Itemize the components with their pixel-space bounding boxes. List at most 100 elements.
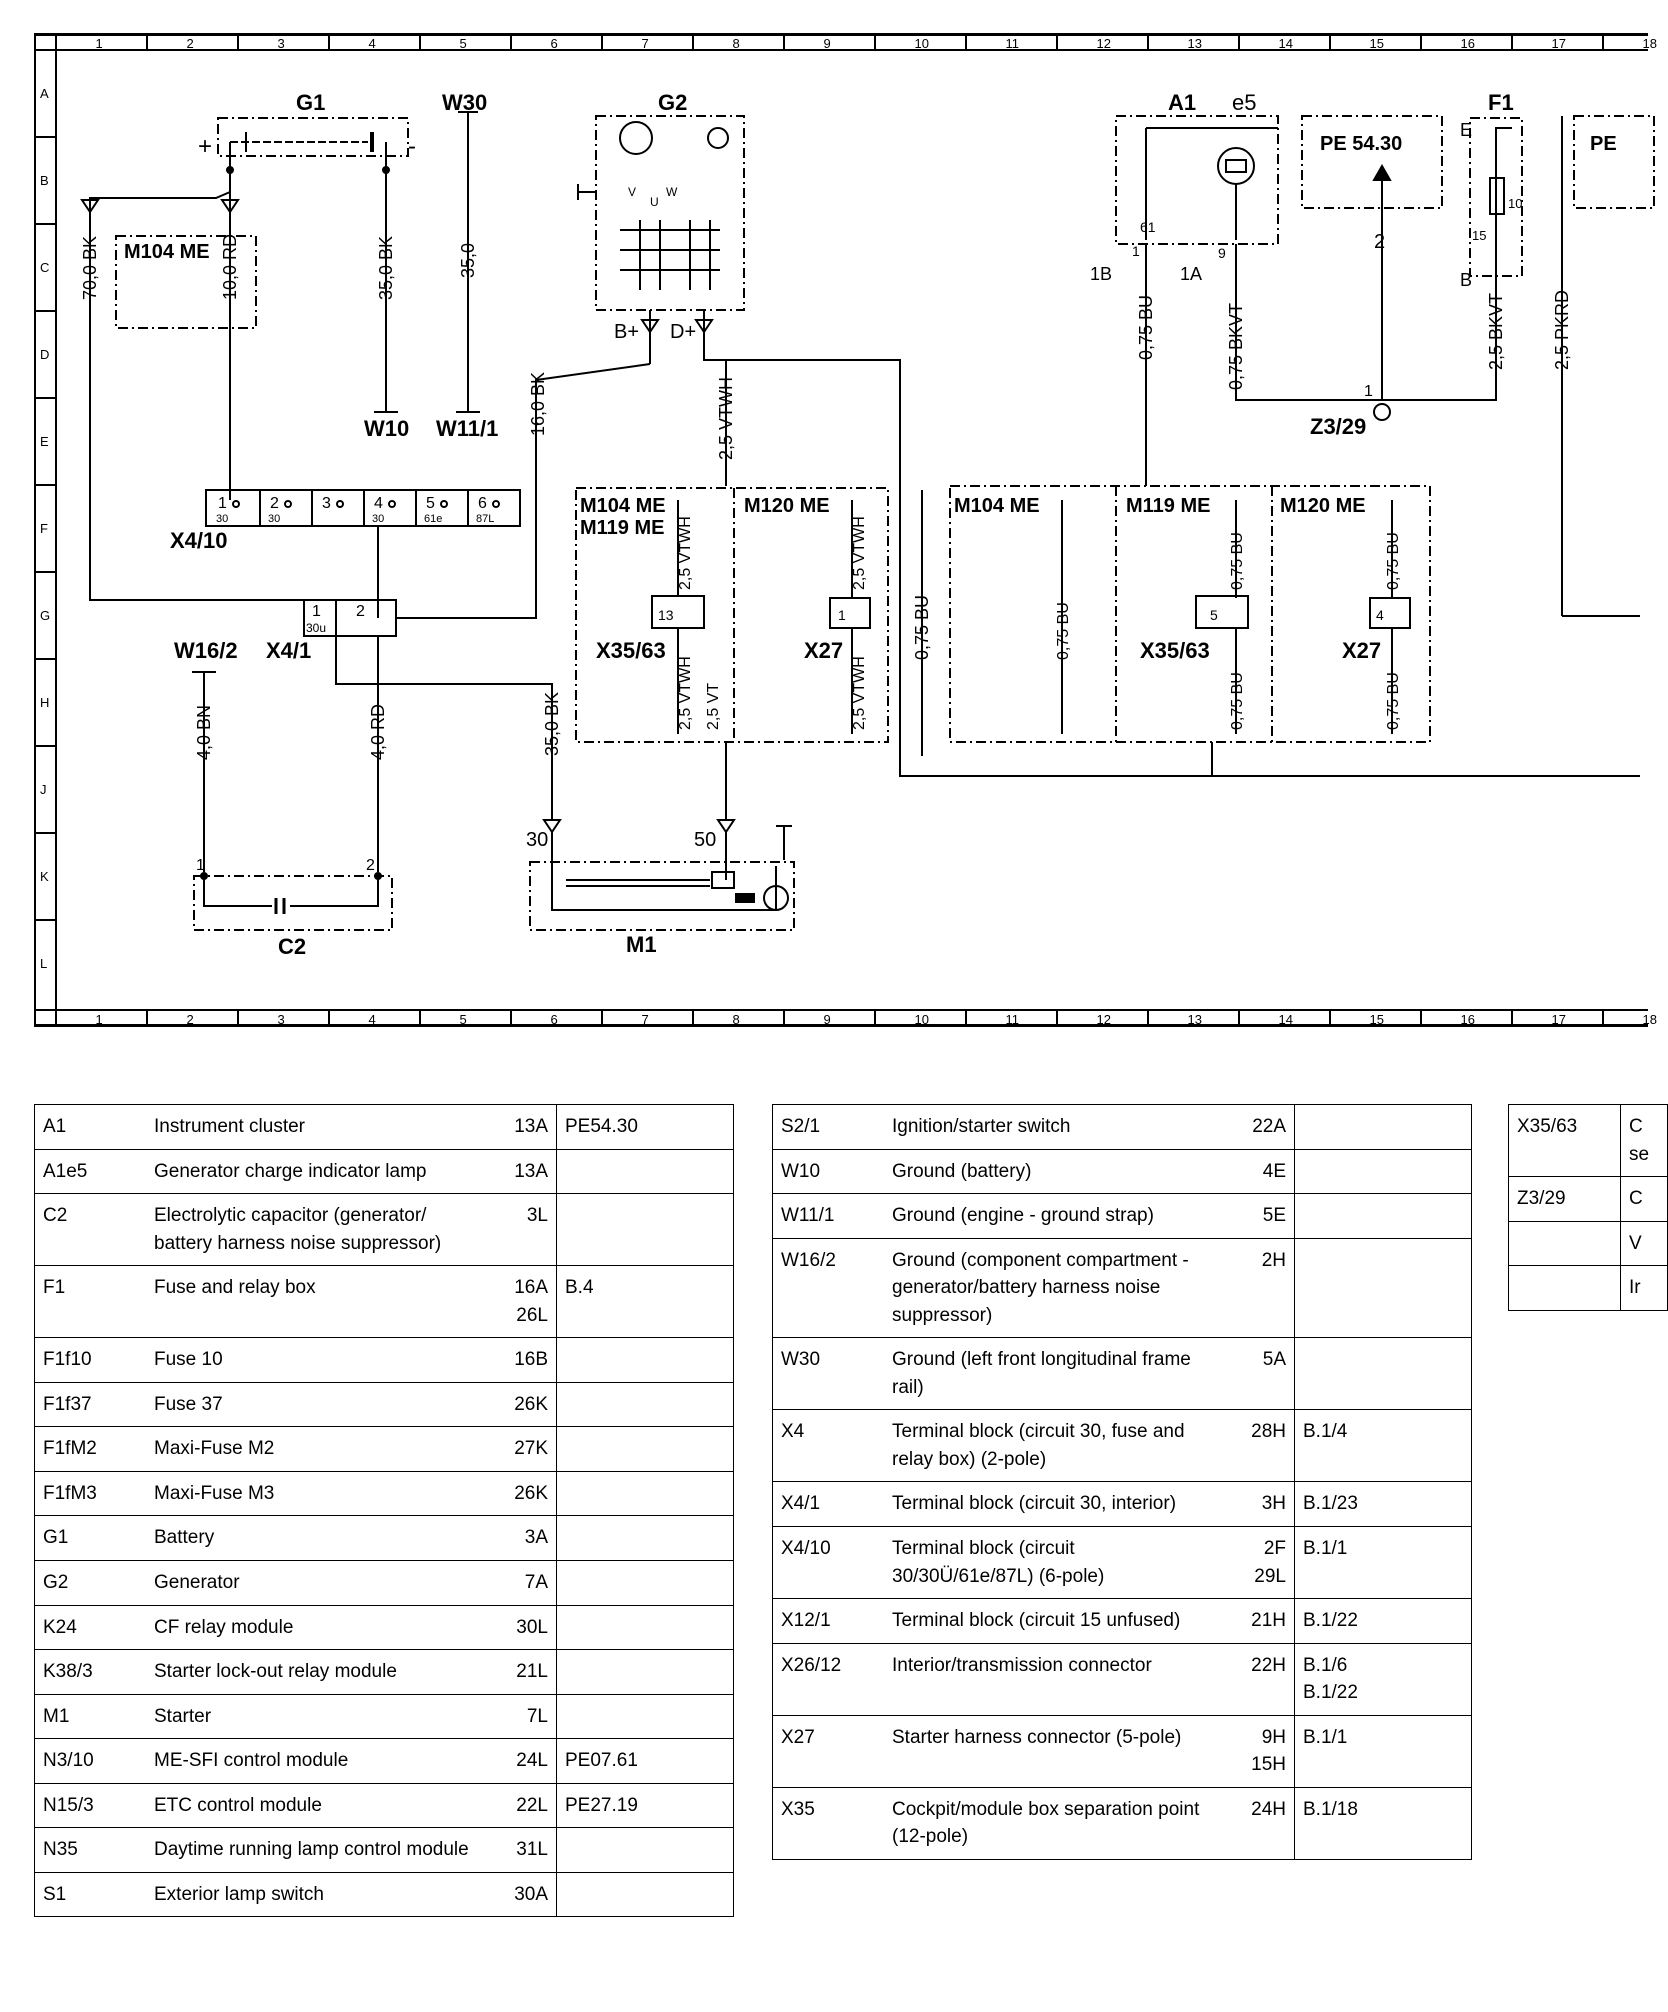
label-A1: A1 [1168, 90, 1196, 115]
legend-row: Ir [1508, 1265, 1668, 1311]
pe-ref-2: 2 [1374, 231, 1385, 253]
label-X4-10: X4/10 [170, 528, 228, 553]
legend-reference [1294, 1104, 1472, 1150]
legend-description: Terminal block (circuit 30/30Ü/61e/87L) … [884, 1526, 1228, 1600]
legend-code: X4 [772, 1409, 884, 1483]
column-number: 4 [369, 1012, 376, 1027]
legend-code: Z3/29 [1508, 1176, 1621, 1222]
wire-16bk [396, 363, 651, 619]
label-pe-2: PE [1590, 133, 1617, 155]
x410-pin: 5 [426, 495, 435, 512]
charge-lamp-icon [1217, 147, 1255, 185]
legend-description: Maxi-Fuse M2 [146, 1426, 490, 1472]
column-number: 15 [1370, 1012, 1384, 1027]
x410-pin-sub: 61e [424, 513, 442, 525]
legend-reference: B.1/1 [1294, 1714, 1472, 1788]
wire-label-25vtwh-top: 2,5 VTWH [716, 377, 736, 460]
label-F1: F1 [1488, 90, 1514, 115]
label-X4-1: X4/1 [266, 638, 311, 663]
legend-code: X4/10 [772, 1526, 884, 1600]
legend-code: N3/10 [34, 1738, 146, 1784]
legend-code: G1 [34, 1515, 146, 1562]
wire-label-25bkvt: 2,5 BKVT [1486, 293, 1506, 370]
wire-label-25vtwh-2: 2,5 VTWH [851, 516, 868, 590]
box-modules-left [575, 487, 889, 743]
legend-code: F1f37 [34, 1381, 146, 1428]
column-number: 6 [551, 36, 558, 51]
legend-description: Ground (component compartment - generato… [884, 1237, 1228, 1339]
row-letter: J [40, 782, 47, 797]
legend-code: C2 [34, 1193, 146, 1267]
legend-code: X35 [772, 1786, 884, 1860]
label-X35-63-a: X35/63 [596, 638, 666, 663]
legend-location: 5E [1228, 1193, 1295, 1239]
legend-location: 26K [490, 1470, 557, 1517]
legend-reference [556, 1515, 734, 1562]
box-pe-5430 [1301, 115, 1443, 209]
legend-location: 5A [1228, 1337, 1295, 1411]
box-A1 [1115, 115, 1279, 245]
pin-9: 9 [1218, 245, 1226, 261]
wire-label-25vtwh-4: 2,5 VTWH [851, 656, 868, 730]
row-letter: L [40, 956, 47, 971]
label-box4: M119 ME [1126, 495, 1210, 517]
legend-code: F1f10 [34, 1337, 146, 1383]
column-number: 5 [460, 36, 467, 51]
legend-description: Cockpit/module box separation point (12-… [884, 1786, 1228, 1860]
x27-pin1: 1 [838, 607, 846, 623]
x41-pin30u: 30u [306, 621, 326, 635]
node-Z3-29 [1373, 403, 1391, 421]
legend-location: 22H [1228, 1642, 1295, 1716]
wire-70bk [89, 170, 332, 601]
wire-label-40bn: 4,0 BN [194, 705, 214, 760]
box-F1 [1469, 117, 1523, 277]
x410-pin: 2 [270, 495, 279, 512]
column-number: 17 [1552, 1012, 1566, 1027]
legend-code: K38/3 [34, 1649, 146, 1695]
legend-location: 16B [490, 1337, 557, 1383]
wire-label-25vtwh-3: 2,5 VTWH [677, 656, 694, 730]
column-number: 16 [1461, 36, 1475, 51]
legend-code: X27 [772, 1714, 884, 1788]
column-number: 11 [1006, 1012, 1020, 1027]
legend-reference: B.1/1 [1294, 1526, 1472, 1600]
label-M1: M1 [626, 932, 657, 957]
legend-reference [556, 1148, 734, 1195]
x35-pin5: 5 [1210, 607, 1218, 623]
x41-pin1: 1 [312, 603, 321, 620]
pin-1-a1: 1 [1132, 243, 1140, 259]
legend-description: Terminal block (circuit 30, interior) [884, 1481, 1228, 1528]
label-W16-2: W16/2 [174, 638, 238, 663]
x410-pin: 6 [478, 495, 487, 512]
legend-reference [1294, 1148, 1472, 1195]
legend-code: S1 [34, 1871, 146, 1918]
column-number: 8 [733, 1012, 740, 1027]
legend-description: C se [1620, 1103, 1668, 1178]
legend-code: G2 [34, 1560, 146, 1606]
column-number: 10 [915, 1012, 929, 1027]
row-letter: F [40, 521, 48, 536]
wire-label-16bk: 16,0 BK [528, 372, 548, 436]
column-number: 18 [1643, 1012, 1657, 1027]
legend-description: Terminal block (circuit 30, fuse and rel… [884, 1409, 1228, 1483]
f1-B: B [1460, 270, 1472, 290]
